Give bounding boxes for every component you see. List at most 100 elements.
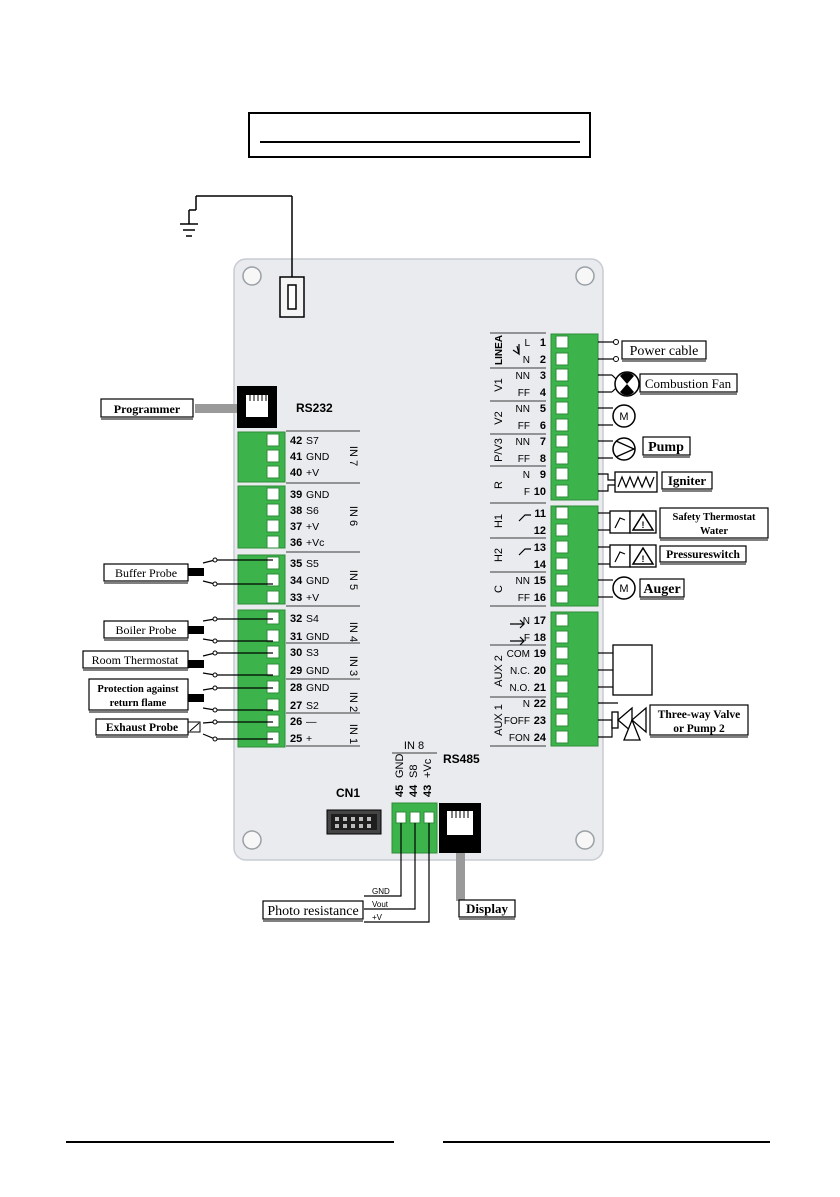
terminal-screw[interactable] <box>555 557 569 571</box>
group-linea: LINEA <box>494 335 505 365</box>
terminal-screw[interactable] <box>555 335 569 349</box>
terminal-screw[interactable] <box>266 731 280 745</box>
terminal-screw[interactable] <box>266 714 280 728</box>
terminal-screw[interactable] <box>555 713 569 727</box>
terminal-num: 2 <box>540 354 546 366</box>
terminal-screw[interactable] <box>555 613 569 627</box>
terminal-num: 43 <box>422 785 434 797</box>
terminal-sig: S5 <box>306 558 319 570</box>
terminal-screw[interactable] <box>266 556 280 570</box>
terminal-screw[interactable] <box>266 629 280 643</box>
terminal-num: 1 <box>540 337 546 349</box>
terminal-screw[interactable] <box>266 433 280 447</box>
terminal-num: 28 <box>290 682 302 694</box>
terminal-screw[interactable] <box>555 696 569 710</box>
terminal-screw[interactable] <box>266 590 280 604</box>
terminal-sig: GND <box>306 665 330 677</box>
rs232-connector[interactable]: RS232 <box>237 386 333 428</box>
switch-icon <box>510 344 531 646</box>
terminal-screw[interactable] <box>555 540 569 554</box>
group-v2: V2 <box>493 411 505 424</box>
cn1-label: CN1 <box>336 786 360 800</box>
terminal-screw[interactable] <box>266 573 280 587</box>
terminal-screw[interactable] <box>266 465 280 479</box>
terminal-screw[interactable] <box>555 434 569 448</box>
terminal-screw[interactable] <box>266 611 280 625</box>
terminal-sig: GND <box>306 489 330 501</box>
terminal-block <box>237 485 286 549</box>
terminal-num: 42 <box>290 435 302 447</box>
terminal-block <box>237 554 286 605</box>
display-cable <box>456 853 465 901</box>
terminal-screw[interactable] <box>266 680 280 694</box>
terminal-sig: + <box>306 733 312 745</box>
terminal-screw[interactable] <box>266 449 280 463</box>
terminal-screw[interactable] <box>555 451 569 465</box>
terminal-screw[interactable] <box>555 646 569 660</box>
terminal-screw[interactable] <box>266 535 280 549</box>
safety-thermostat-label-line1: Safety Thermostat <box>673 512 756 523</box>
terminal-block <box>237 431 286 483</box>
motor-icon: M <box>612 404 636 428</box>
terminal-sig: — <box>306 716 317 728</box>
terminal-screw[interactable] <box>266 519 280 533</box>
mount-hole <box>242 830 262 850</box>
terminal-screw[interactable] <box>266 487 280 501</box>
terminal-num: 5 <box>540 403 546 415</box>
group-in6: IN 6 <box>347 506 359 526</box>
terminal-screw[interactable] <box>555 663 569 677</box>
terminal-sig: GND <box>394 754 406 779</box>
power-cable-label-box: Power cable <box>621 340 707 362</box>
terminal-screw[interactable] <box>555 523 569 537</box>
terminal-screw[interactable] <box>555 352 569 366</box>
terminal-screw[interactable] <box>555 506 569 520</box>
pressureswitch-label-box: Pressureswitch <box>659 545 747 565</box>
boiler-probe-label: Boiler Probe <box>116 623 177 637</box>
boiler-probe-label-box: Boiler Probe <box>103 620 189 641</box>
terminal-screw[interactable] <box>555 730 569 744</box>
terminal-num: 33 <box>290 592 302 604</box>
terminal-screw[interactable] <box>266 698 280 712</box>
terminal-sig: S6 <box>306 505 319 517</box>
terminal-screw[interactable] <box>555 467 569 481</box>
group-r: R <box>493 481 505 489</box>
terminal-screw[interactable] <box>266 663 280 677</box>
svg-text:M: M <box>619 411 628 423</box>
photo-wire-labels: GND Vout +V <box>372 887 390 922</box>
igniter-label-box: Igniter <box>661 471 713 492</box>
terminal-screw[interactable] <box>555 401 569 415</box>
terminal-screw[interactable] <box>266 503 280 517</box>
terminal-screw[interactable] <box>555 590 569 604</box>
terminal-screw[interactable] <box>266 645 280 659</box>
group-in1: IN 1 <box>347 724 359 744</box>
wire-dots <box>212 557 218 742</box>
ground-icon <box>180 195 293 278</box>
terminal-screw[interactable] <box>555 368 569 382</box>
safety-thermostat-label-box: Safety Thermostat Water <box>659 507 769 541</box>
group-v1: V1 <box>493 378 505 391</box>
terminal-sig: F <box>524 633 530 644</box>
rs485-connector[interactable]: RS485 <box>439 752 481 853</box>
terminal-sig: N.O. <box>509 683 530 694</box>
terminal-screw[interactable] <box>555 680 569 694</box>
terminal-num: 22 <box>534 698 546 710</box>
terminal-sig: NN <box>516 576 530 587</box>
terminal-screw[interactable] <box>555 418 569 432</box>
wire-label: Vout <box>372 900 389 909</box>
terminal-num: 41 <box>290 451 302 463</box>
terminal-screw[interactable] <box>555 385 569 399</box>
terminal-sig: +Vc <box>422 758 434 778</box>
programmer-label: Programmer <box>114 402 181 416</box>
cn1-connector[interactable]: CN1 <box>326 786 382 835</box>
terminal-num: 4 <box>540 387 547 399</box>
group-pv3: P/V3 <box>493 438 505 462</box>
terminal-screw[interactable] <box>555 573 569 587</box>
igniter-label: Igniter <box>668 473 707 488</box>
terminal-num: 38 <box>290 505 302 517</box>
terminal-block <box>550 333 599 501</box>
terminal-screw[interactable] <box>555 484 569 498</box>
terminal-sig: FF <box>518 593 530 604</box>
terminal-sig: FF <box>518 421 530 432</box>
terminal-screw[interactable] <box>555 630 569 644</box>
warning-icon <box>631 546 655 565</box>
